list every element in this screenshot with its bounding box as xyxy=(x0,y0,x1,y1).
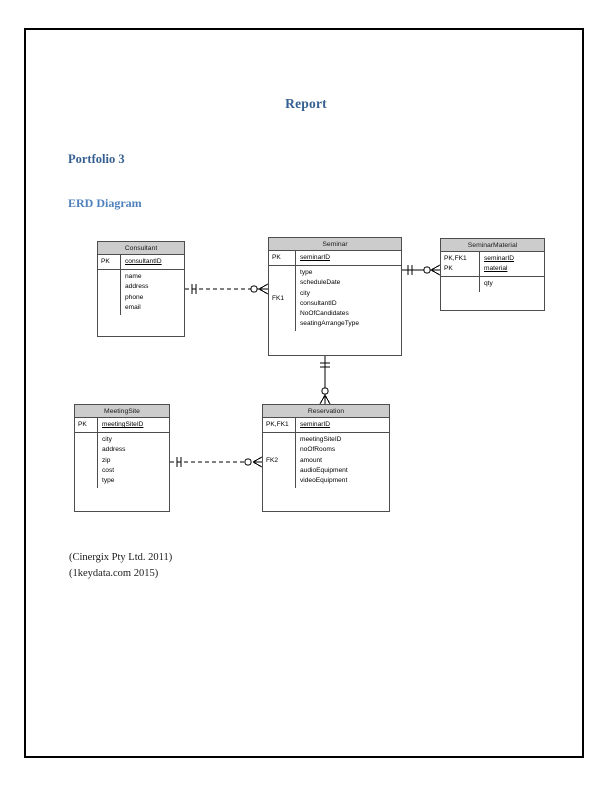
citation-cinergix: (Cinergix Pty Ltd. 2011) xyxy=(69,552,173,563)
entity-key-row: PK,FK1 PK seminarID material xyxy=(441,252,544,278)
entity-attribute-row: name address phone email xyxy=(98,270,184,316)
entity-reservation[interactable]: Reservation PK,FK1 seminarID FK2 meeting… xyxy=(262,404,390,512)
page-title: Report xyxy=(285,96,327,111)
key-attribute-cell: seminarID xyxy=(300,254,331,261)
page-border xyxy=(24,28,584,758)
entity-key-row: PK,FK1 seminarID xyxy=(263,418,389,434)
entity-attribute-row: qty xyxy=(441,277,544,292)
key-label-cell xyxy=(441,277,480,292)
key-label-cell xyxy=(98,270,121,316)
entity-title: Reservation xyxy=(263,405,389,418)
key-label-cell xyxy=(75,433,98,489)
entity-attribute-row: city address zip cost type xyxy=(75,433,169,489)
key-label-pk: PK xyxy=(444,265,453,273)
link-consultant-seminar xyxy=(185,283,269,295)
entity-consultant[interactable]: Consultant PK consultantID name address … xyxy=(97,241,185,337)
link-seminar-reservation xyxy=(319,356,331,405)
entity-attribute-row: FK1 type scheduleDate city consultantID … xyxy=(269,266,401,332)
entity-seminarmaterial[interactable]: SeminarMaterial PK,FK1 PK seminarID mate… xyxy=(440,238,545,311)
section-heading-erd: ERD Diagram xyxy=(68,196,142,210)
entity-title: MeetingSite xyxy=(75,405,169,418)
link-meetingsite-reservation xyxy=(170,456,263,468)
key-label-pk-fk1: PK,FK1 xyxy=(444,255,467,262)
key-attribute-cell: seminarID material xyxy=(484,255,515,273)
key-attribute-cell: meetingSiteID xyxy=(102,421,144,428)
entity-seminar[interactable]: Seminar PK seminarID FK1 type scheduleDa… xyxy=(268,237,402,356)
key-attribute-cell: seminarID xyxy=(300,421,331,428)
link-seminar-seminarmaterial xyxy=(402,264,441,276)
key-label-cell: PK xyxy=(75,418,98,433)
entity-title: Consultant xyxy=(98,242,184,255)
attribute-list: name address phone email xyxy=(125,273,149,311)
section-heading-portfolio: Portfolio 3 xyxy=(68,152,125,166)
attribute-list: meetingSiteID noOfRooms amount audioEqui… xyxy=(300,436,348,485)
key-label-cell: FK1 xyxy=(269,266,296,332)
entity-attribute-row: FK2 meetingSiteID noOfRooms amount audio… xyxy=(263,433,389,489)
key-label-cell: PK,FK1 xyxy=(263,418,296,433)
attribute-list: city address zip cost type xyxy=(102,436,126,485)
key-label-cell: FK2 xyxy=(263,433,296,489)
key-label-cell: PK xyxy=(98,255,121,270)
citation-1keydata: (1keydata.com 2015) xyxy=(69,568,159,579)
key-label-cell: PK,FK1 PK xyxy=(441,252,480,277)
entity-key-row: PK seminarID xyxy=(269,251,401,267)
entity-meetingsite[interactable]: MeetingSite PK meetingSiteID city addres… xyxy=(74,404,170,512)
attribute-list: qty xyxy=(484,280,493,288)
entity-title: Seminar xyxy=(269,238,401,251)
entity-key-row: PK meetingSiteID xyxy=(75,418,169,434)
entity-key-row: PK consultantID xyxy=(98,255,184,271)
entity-title: SeminarMaterial xyxy=(441,239,544,252)
attribute-list: type scheduleDate city consultantID NoOf… xyxy=(300,269,360,328)
key-label-cell: PK xyxy=(269,251,296,266)
key-attribute-cell: consultantID xyxy=(125,258,162,265)
